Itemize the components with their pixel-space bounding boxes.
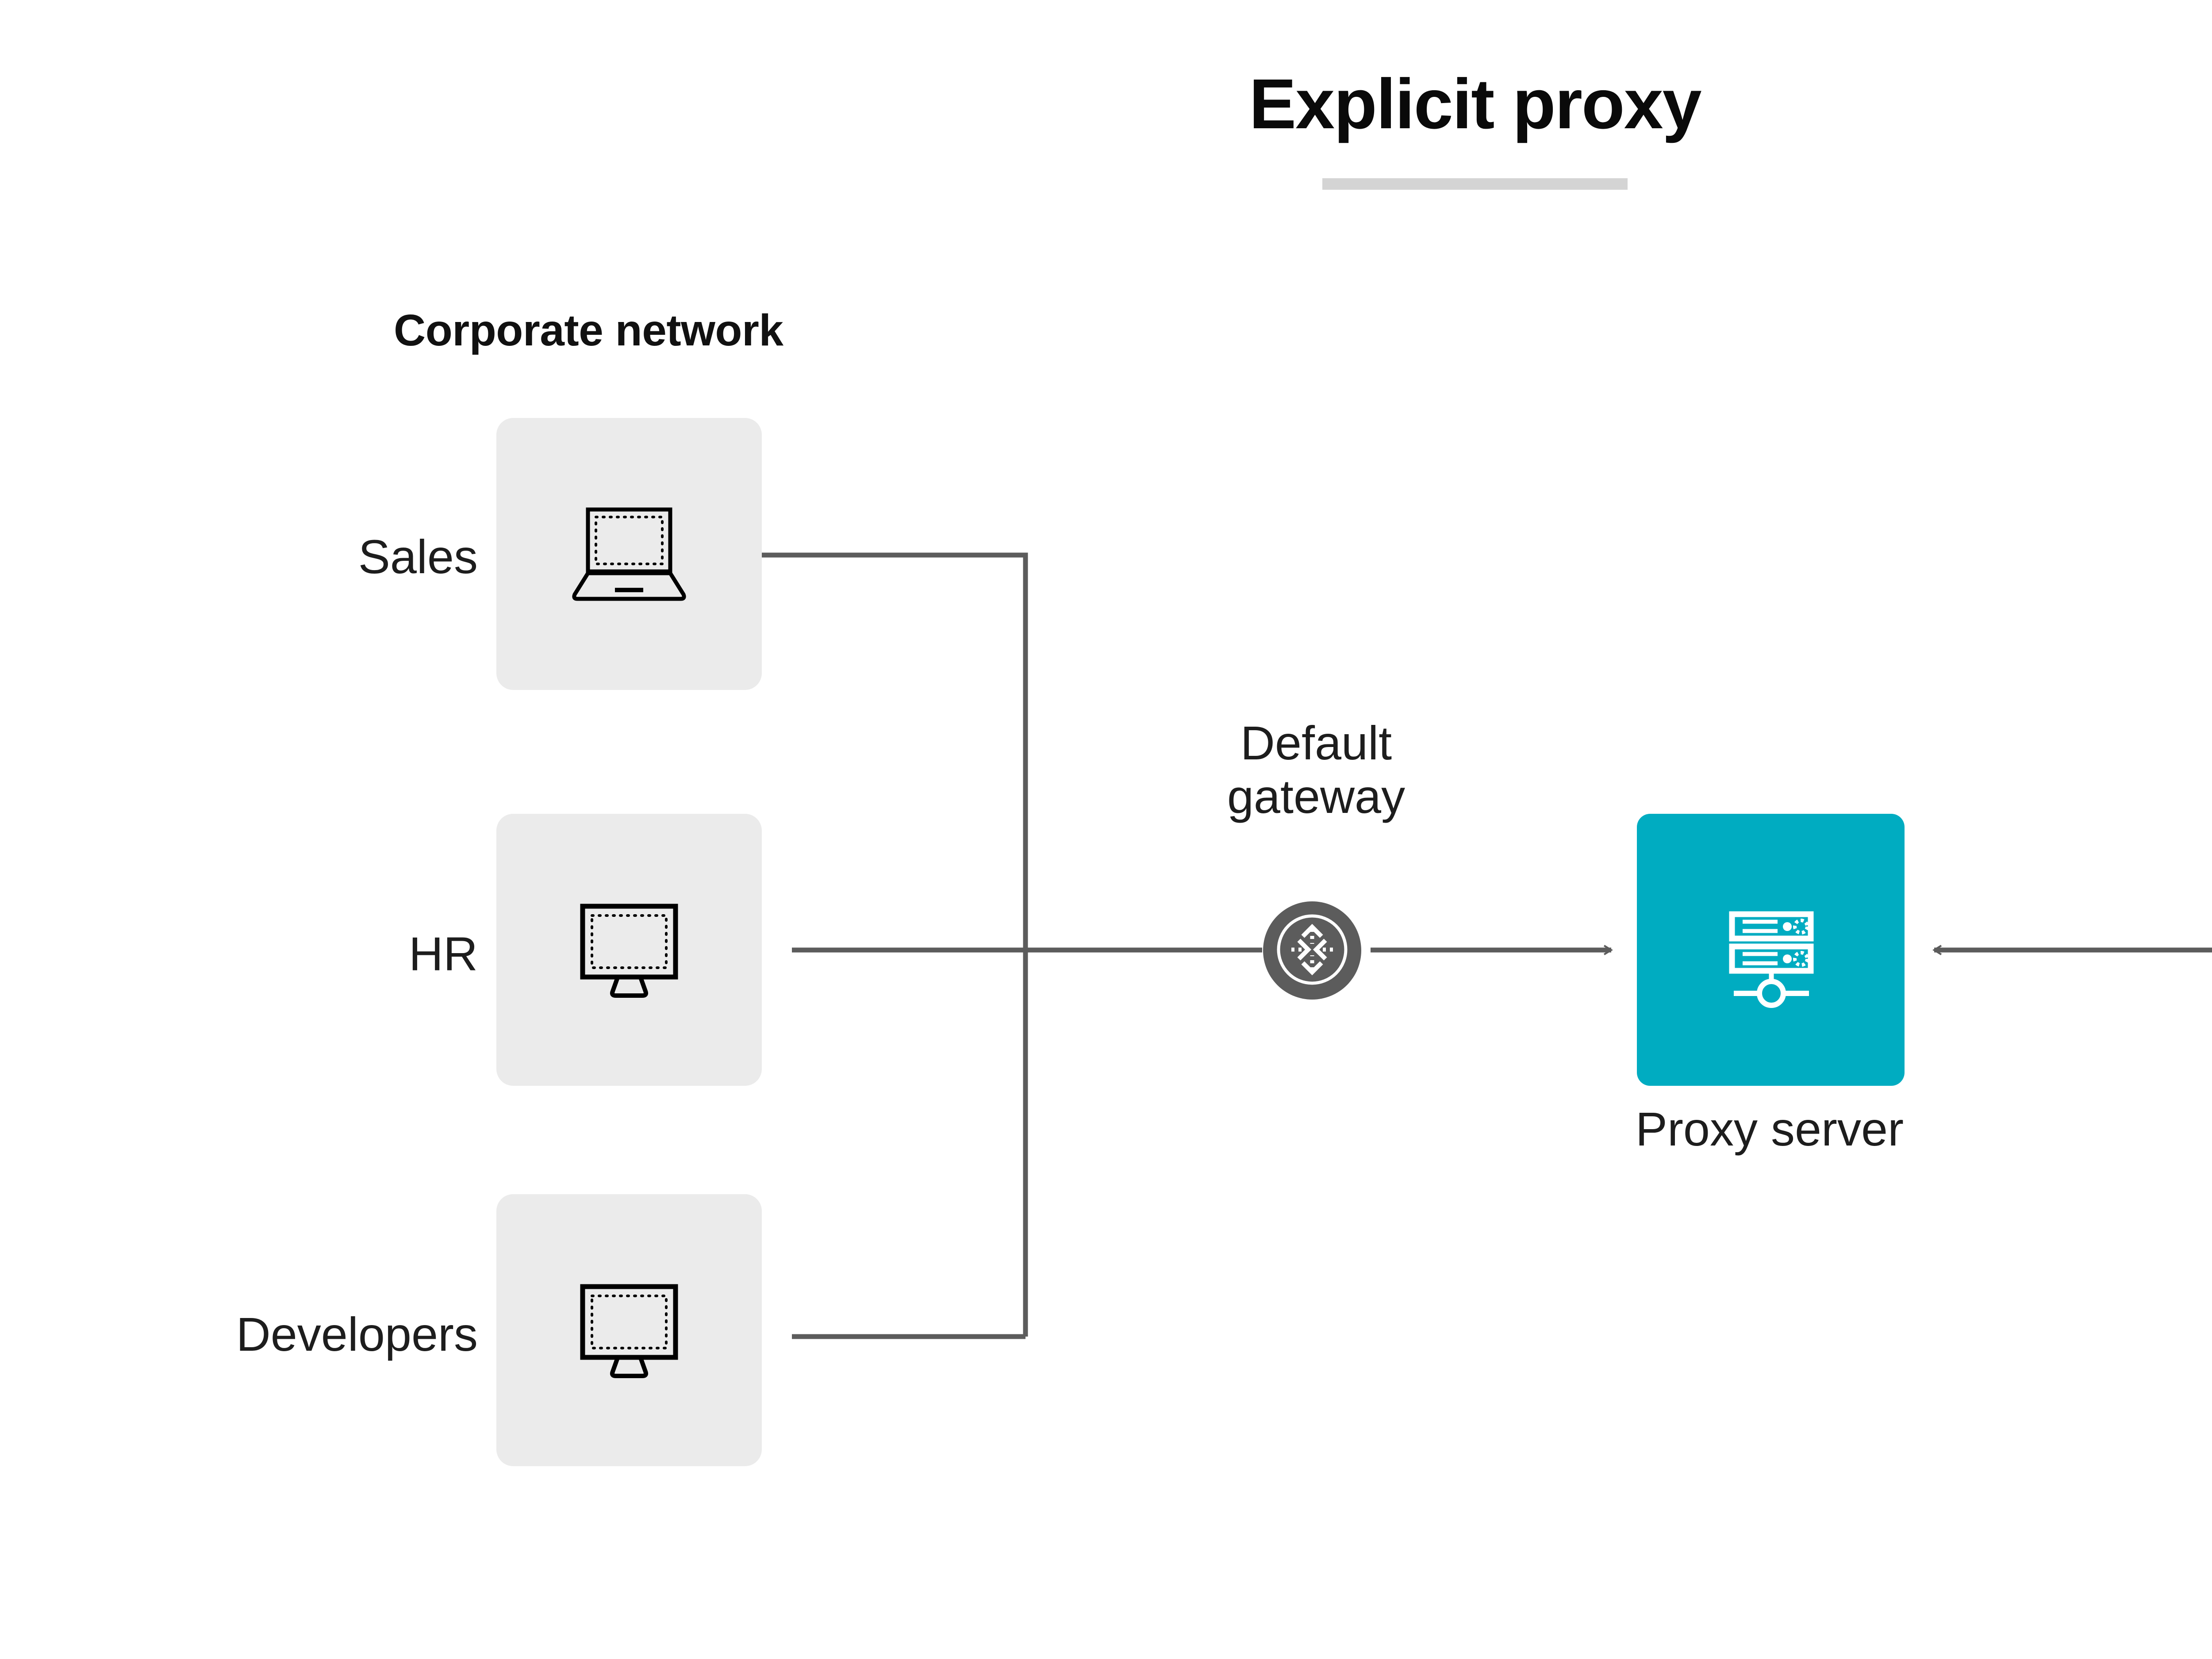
device-tile-sales[interactable] — [496, 418, 762, 690]
server-rack-icon — [1705, 882, 1837, 1017]
router-converge-arrows-icon — [1270, 908, 1354, 994]
device-tile-developers[interactable] — [496, 1194, 762, 1466]
endpoint-label-sales: Sales — [358, 530, 478, 583]
title-underline-rule — [1322, 178, 1628, 190]
endpoint-label-hr: HR — [409, 927, 478, 981]
gateway-caption-line2: gateway — [1227, 769, 1406, 823]
proxy-server-node[interactable] — [1637, 814, 1905, 1086]
page-title: Explicit proxy — [1249, 64, 1701, 143]
connector-sales-to-bus — [762, 552, 1028, 1337]
corporate-network-label: Corporate network — [394, 306, 783, 355]
device-tile-hr[interactable] — [496, 814, 762, 1086]
monitor-icon — [565, 899, 693, 1001]
gateway-caption-line1: Default — [1240, 716, 1392, 770]
monitor-icon — [565, 1280, 693, 1381]
title-block: Explicit proxy — [0, 69, 2212, 190]
laptop-icon — [565, 503, 693, 605]
endpoint-label-developers: Developers — [236, 1307, 478, 1361]
gateway-caption: Default gateway — [1139, 716, 1493, 824]
default-gateway-node[interactable] — [1263, 901, 1361, 1000]
proxy-server-caption: Proxy server — [1635, 1102, 1904, 1156]
